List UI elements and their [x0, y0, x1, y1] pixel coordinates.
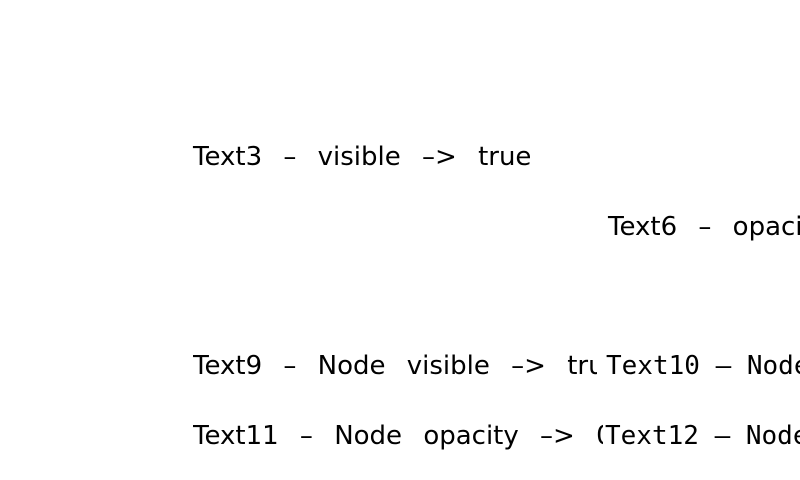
- text-node-text3: Text3 – visible –> true: [193, 142, 532, 172]
- text-node-text6: Text6 – opacity: [608, 212, 800, 242]
- text-node-text12: Text12 – Node: [605, 421, 800, 451]
- text-node-text9: Text9 – Node visible –> true: [193, 351, 597, 381]
- text-node-text11: Text11 – Node opacity –> 0: [193, 421, 603, 451]
- text-node-text10: Text10 – Node: [606, 351, 800, 381]
